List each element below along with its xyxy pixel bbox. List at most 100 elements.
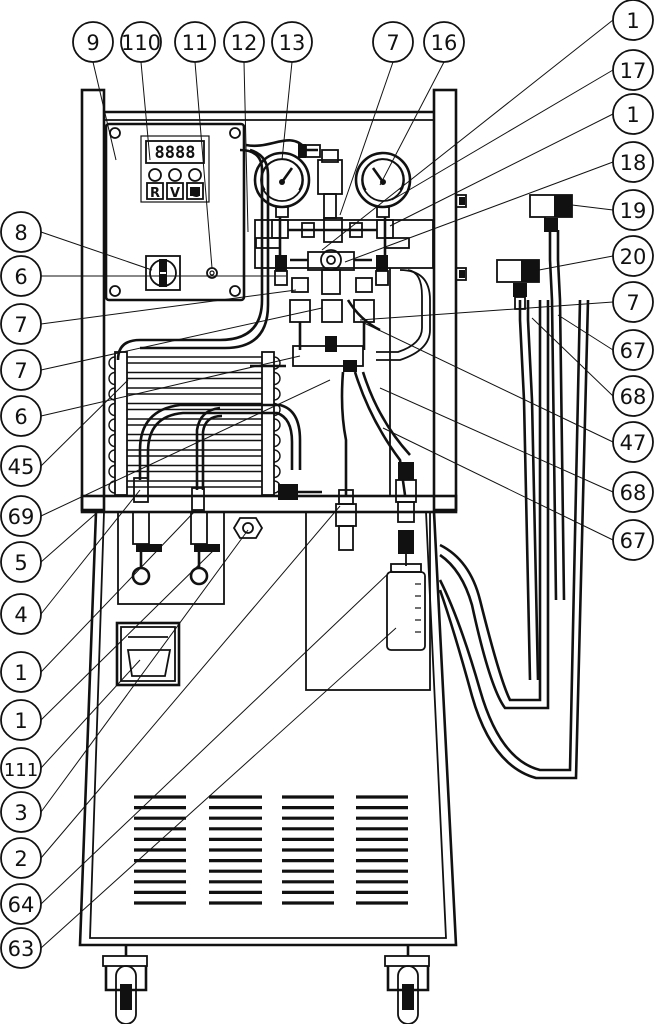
callout-left-11: 69 xyxy=(0,495,42,537)
leader-line xyxy=(40,289,297,325)
callout-group: 9 110 11 12 13 8 6 7 7 6 45 69 5 4 1 1 1… xyxy=(0,0,654,969)
leader-line xyxy=(382,427,614,541)
display-digits: 8888 xyxy=(155,143,196,163)
svg-text:45: 45 xyxy=(8,455,35,479)
leader-line xyxy=(571,204,614,211)
callout-right-0: 1 xyxy=(612,0,654,41)
coil-bend xyxy=(108,449,116,463)
callout-right-6: 7 xyxy=(612,281,654,323)
leader-line xyxy=(40,307,323,371)
callout-left-4: 13 xyxy=(271,21,313,63)
coil-bend xyxy=(273,433,281,448)
callout-left-9: 6 xyxy=(0,395,42,437)
svg-text:47: 47 xyxy=(620,431,647,455)
callout-right-5: 20 xyxy=(612,235,654,277)
callout-right-3: 18 xyxy=(612,141,654,183)
main-switch xyxy=(145,255,181,291)
svg-text:13: 13 xyxy=(279,31,306,55)
callout-right-9: 47 xyxy=(612,421,654,463)
callout-left-0: 9 xyxy=(72,21,114,63)
callout-top-1: 16 xyxy=(423,21,465,63)
callout-left-15: 1 xyxy=(0,699,42,741)
leader-line xyxy=(339,61,394,216)
callout-left-6: 6 xyxy=(0,255,42,297)
svg-text:19: 19 xyxy=(620,199,647,223)
valve-manifold xyxy=(255,144,410,372)
coil-bend xyxy=(108,371,116,386)
svg-text:1: 1 xyxy=(14,709,27,733)
svg-text:64: 64 xyxy=(8,893,35,917)
callout-right-8: 68 xyxy=(612,375,654,417)
inner-plates xyxy=(254,219,434,496)
coil-bend xyxy=(273,418,281,432)
leader-line xyxy=(40,355,301,417)
callout-right-11: 67 xyxy=(612,519,654,561)
internal-hoses xyxy=(116,139,431,496)
leader-line xyxy=(391,69,614,201)
callout-left-10: 45 xyxy=(0,445,42,487)
bottle-subpanel xyxy=(305,511,431,691)
button-label-r: R xyxy=(150,186,160,201)
caster-right xyxy=(384,945,430,1024)
svg-text:67: 67 xyxy=(620,339,647,363)
callout-left-19: 64 xyxy=(0,883,42,925)
leader-line xyxy=(243,61,249,233)
svg-text:20: 20 xyxy=(620,245,647,269)
callout-left-18: 2 xyxy=(0,837,42,879)
leader-line xyxy=(40,547,217,721)
coil-bend xyxy=(273,371,281,386)
svg-text:68: 68 xyxy=(620,385,647,409)
callout-left-12: 5 xyxy=(0,541,42,583)
callout-left-1: 110 xyxy=(120,21,162,63)
coupler-20 xyxy=(496,259,540,310)
svg-text:2: 2 xyxy=(14,847,27,871)
svg-text:8: 8 xyxy=(14,221,27,245)
control-panel: 8888 R V C xyxy=(104,122,246,302)
leader-line xyxy=(361,321,614,443)
leader-line xyxy=(40,627,397,949)
svg-text:69: 69 xyxy=(8,505,35,529)
panel-buttons: R V C xyxy=(146,168,204,201)
coil-bend xyxy=(108,418,116,432)
coil-bend xyxy=(273,387,281,401)
coil-bend xyxy=(273,464,281,479)
coil-bend xyxy=(108,356,116,370)
leader-line xyxy=(557,314,614,351)
callout-left-8: 7 xyxy=(0,349,42,391)
callout-left-2: 11 xyxy=(174,21,216,63)
callout-left-14: 1 xyxy=(0,651,42,693)
callout-right-4: 19 xyxy=(612,189,654,231)
callout-right-1: 17 xyxy=(612,49,654,91)
callout-right-2: 1 xyxy=(612,93,654,135)
coil-bend xyxy=(108,433,116,448)
svg-text:1: 1 xyxy=(626,103,639,127)
leader-line xyxy=(379,61,445,186)
coupler-19 xyxy=(529,194,573,232)
leader-line xyxy=(40,379,129,467)
leader-line xyxy=(40,569,393,905)
svg-text:7: 7 xyxy=(14,313,27,337)
svg-text:111: 111 xyxy=(4,760,38,781)
svg-text:17: 17 xyxy=(620,59,647,83)
svg-text:7: 7 xyxy=(14,359,27,383)
leader-line xyxy=(321,19,614,251)
svg-text:68: 68 xyxy=(620,481,647,505)
coil-bend xyxy=(273,356,281,370)
svg-text:9: 9 xyxy=(86,31,99,55)
callout-right-7: 67 xyxy=(612,329,654,371)
leader-lines xyxy=(40,19,614,949)
printer-slot xyxy=(115,621,181,687)
leader-line xyxy=(359,301,614,321)
display-screen: 8888 xyxy=(155,143,196,163)
leader-line xyxy=(344,161,614,263)
leader-line xyxy=(40,489,141,615)
cabinet-frame xyxy=(78,88,458,947)
button-label-v: V xyxy=(170,186,180,201)
external-hoses xyxy=(438,230,590,780)
leader-line xyxy=(281,61,293,161)
svg-text:3: 3 xyxy=(14,801,27,825)
svg-text:16: 16 xyxy=(431,31,458,55)
pressure-gauge-right xyxy=(354,151,412,218)
leader-line xyxy=(40,659,141,769)
leader-line xyxy=(40,509,101,563)
